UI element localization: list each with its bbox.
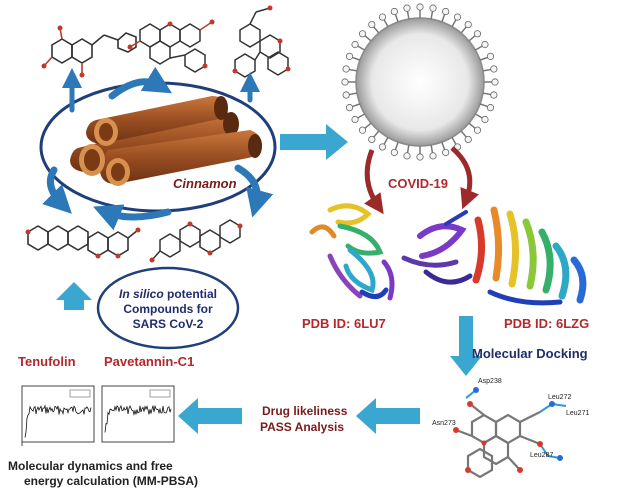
virus-icon [341,3,499,161]
protein-ribbon-icon [309,203,395,301]
in-silico-ellipse [96,266,240,350]
residue-label: Asp238 [478,378,502,385]
in-silico-text: In silico potential Compounds for SARS C… [100,287,236,332]
in-silico-rest: potential [163,287,218,301]
flow-arrow [178,398,242,434]
md-label-line1: Molecular dynamics and free [8,459,173,473]
tenufolin-label: Tenufolin [18,354,76,369]
flow-arrow [450,316,482,376]
in-silico-italic: In silico [118,287,164,301]
line-plot-icon [21,385,95,446]
pdb-6lu7-label: PDB ID: 6LU7 [302,316,386,331]
in-silico-line3: SARS CoV-2 [132,317,204,331]
molecule-structure-icon [127,19,215,73]
molecule-structure-icon [41,25,137,78]
flow-arrow [356,398,420,434]
residue-label: Leu272 [548,394,572,401]
residue-label: Leu287 [530,452,554,459]
in-silico-line2: Compounds for [123,302,213,316]
line-plot-icon [101,385,175,443]
molecule-structure-icon [149,219,243,263]
molecule-structure-icon [453,387,567,479]
protein-ribbon-icon [401,206,587,306]
pavetannin-label: Pavetannin-C1 [104,354,195,369]
molecular-docking-label: Molecular Docking [472,346,588,361]
flow-arrow [56,282,92,310]
residue-label: Asn273 [432,420,456,427]
cinnamon-sticks-image [70,96,262,186]
molecule-structure-icon [232,5,291,78]
cinnamon-label: Cinnamon [173,176,237,191]
drug-likeliness-label: Drug likeliness [262,404,348,418]
molecule-structure-icon [25,225,141,259]
md-label-line2: energy calculation (MM-PBSA) [24,474,199,488]
cycle-arrows [42,66,274,231]
covid-label: COVID-19 [388,176,448,191]
pdb-6lzg-label: PDB ID: 6LZG [504,316,590,331]
flow-arrow [280,124,348,160]
up-arrows [62,68,260,113]
residue-label: Leu271 [566,410,590,417]
pass-analysis-label: PASS Analysis [260,420,345,434]
curved-arrows [364,146,479,215]
